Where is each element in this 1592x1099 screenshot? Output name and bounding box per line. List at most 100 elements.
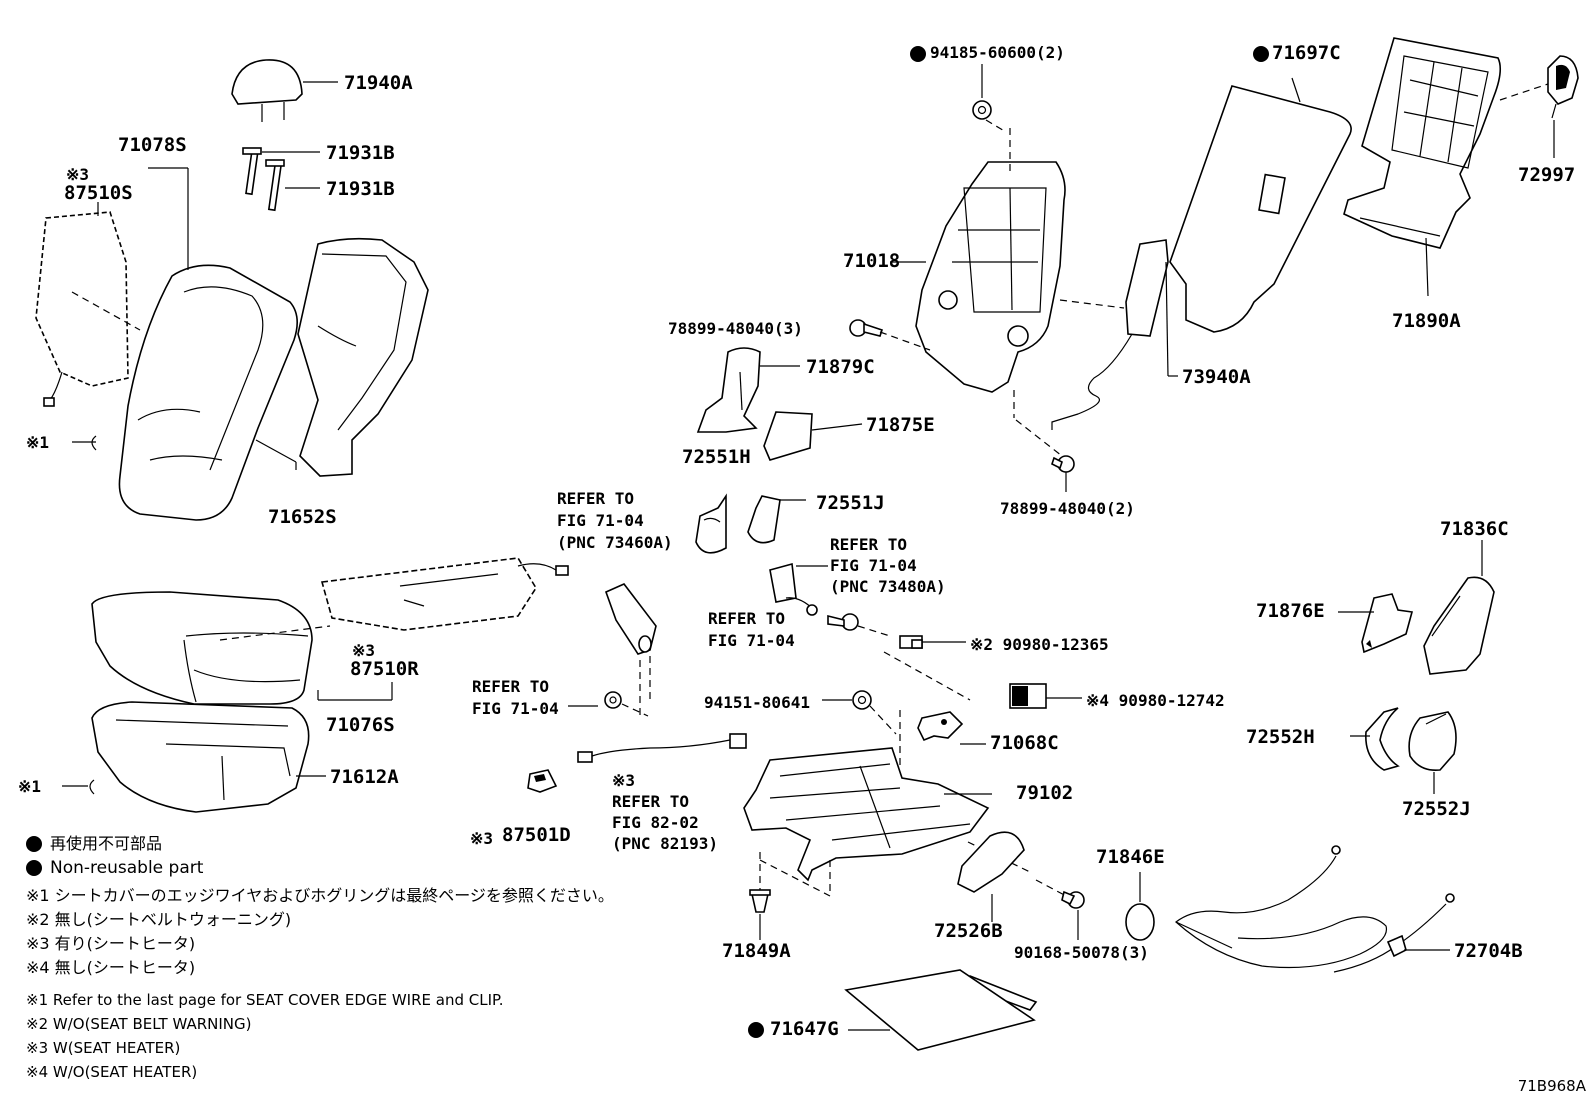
label-94151-80641: 94151-80641 [704,693,810,712]
label-refer-fig-71-04-c[interactable]: REFER TO FIG 71-04 (PNC 73480A) [830,535,946,596]
label-71849A: 71849A [722,940,791,962]
label-87510S: 87510S [64,182,133,204]
non-reusable-71697C-icon [1253,46,1269,62]
non-reusable-71647G-icon [748,1022,764,1038]
connector-small[interactable] [899,635,923,649]
seat-heater-wire[interactable] [577,733,747,763]
label-71836C: 71836C [1440,518,1509,540]
seatback-back-panel[interactable] [1343,37,1502,249]
legend-note-jp-3: ※3 有り(シートヒータ) [26,934,196,953]
label-71846E: 71846E [1096,846,1165,868]
label-90980-12365: ※2 90980-12365 [970,635,1109,654]
frame-bolt-lower[interactable] [1051,455,1075,473]
label-71697C: 71697C [1272,42,1341,64]
legend-bullet-jp-icon [26,836,42,852]
control-cable[interactable] [1175,845,1455,973]
label-90980-12742: ※4 90980-12742 [1086,691,1225,710]
connector-large[interactable] [1009,683,1047,709]
label-71652S: 71652S [268,506,337,528]
label-71076S: 71076S [326,714,395,736]
label-mark-87510R: ※3 [352,641,376,660]
label-94185-60600: 94185-60600(2) [930,43,1065,62]
handle-bolt[interactable] [1061,890,1085,909]
frame-nut[interactable] [972,100,992,120]
frame-bolt-upper[interactable] [849,319,884,337]
legend-note-en-2: ※2 W/O(SEAT BELT WARNING) [26,1015,252,1033]
seatbelt-buckle[interactable] [604,583,657,655]
label-refer-fig-82-02[interactable]: ※3 REFER TO FIG 82-02 (PNC 82193) [612,771,718,853]
label-71890A: 71890A [1392,310,1461,332]
belt-anchor-bracket[interactable] [769,562,818,616]
legend-note-jp-1: ※1 シートカバーのエッジワイヤおよびホグリングは最終ページを参照ください。 [26,886,614,905]
seat-heater-switch[interactable] [527,769,558,793]
nut-left[interactable] [604,691,622,709]
label-71931B-upper: 71931B [326,142,395,164]
label-78899-48040-3: 78899-48040(3) [668,319,803,338]
hole-cover[interactable] [1125,903,1155,941]
adjuster-handle[interactable] [957,831,1025,893]
non-reusable-94185-icon [910,46,926,62]
label-72551H: 72551H [682,446,751,468]
cushion-side-cover[interactable] [1361,593,1414,654]
seat-cushion-shield[interactable] [1423,576,1495,675]
legend-note-jp-2: ※2 無し(シートベルトウォーニング) [26,910,292,929]
label-87501D: 87501D [502,824,571,846]
clip-71849A[interactable] [749,889,771,913]
label-90168-50078: 90168-50078(3) [1014,943,1149,962]
label-refer-fig-71-04-b[interactable]: REFER TO FIG 71-04 [472,677,559,718]
label-79102: 79102 [1016,782,1074,804]
seatback-cover[interactable] [118,264,298,521]
recliner-cover-inner-right[interactable] [1365,707,1400,771]
legend-note-jp-4: ※4 無し(シートヒータ) [26,958,196,977]
label-72704B: 72704B [1454,940,1523,962]
seatback-side-cover[interactable] [763,411,813,461]
seatback-heater-mat[interactable] [35,211,129,407]
reclining-cover-inner[interactable] [695,493,727,554]
figure-code: 71B968A [1517,1077,1586,1095]
anchor-bolt[interactable] [827,613,859,631]
label-73940A: 73940A [1182,366,1251,388]
seatback-frame[interactable] [915,161,1066,393]
label-72552J: 72552J [1402,798,1471,820]
label-refer-fig-71-04-a[interactable]: REFER TO FIG 71-04 (PNC 73460A) [557,489,673,552]
label-71931B-lower: 71931B [326,178,395,200]
label-clip-mark-lower: ※1 [18,777,42,796]
label-71612A: 71612A [330,766,399,788]
legend-non-reusable-jp: 再使用不可部品 [50,834,163,853]
label-87510R: 87510R [350,658,419,680]
legend-non-reusable-en: Non-reusable part [50,858,204,878]
seatback-pad[interactable] [297,237,429,477]
label-71876E: 71876E [1256,600,1325,622]
headrest-guide-part[interactable] [242,147,285,212]
seatback-side-shield-upper[interactable] [696,347,761,433]
legend-bullet-en-icon [26,860,42,876]
legend-note-en-4: ※4 W/O(SEAT HEATER) [26,1063,198,1081]
label-72551J: 72551J [816,492,885,514]
label-71647G: 71647G [770,1018,839,1040]
nut-center[interactable] [852,690,872,710]
cover-sheet[interactable] [844,969,1038,1051]
recliner-cover-outer-right[interactable] [1408,711,1457,772]
label-72552H: 72552H [1246,726,1315,748]
release-lever-knob[interactable] [1547,55,1579,119]
label-72526B: 72526B [934,920,1003,942]
label-71068C: 71068C [990,732,1059,754]
seat-cushion-cover[interactable] [91,591,313,705]
label-mark-87501D: ※3 [470,829,494,848]
label-72997: 72997 [1518,164,1576,186]
seat-cushion-pad[interactable] [91,701,310,813]
label-71879C: 71879C [806,356,875,378]
seatback-board[interactable] [1169,85,1352,333]
seat-cushion-heater-mat[interactable] [320,557,569,631]
side-airbag-assembly[interactable] [1051,239,1169,430]
reclining-cover-outer[interactable] [747,495,781,544]
label-refer-fig-71-04-d[interactable]: REFER TO FIG 71-04 [708,609,795,650]
legend-note-en-3: ※3 W(SEAT HEATER) [26,1039,181,1057]
label-clip-mark-upper: ※1 [26,433,50,452]
buckle-bracket[interactable] [917,711,964,742]
headrest-part[interactable] [231,59,303,122]
seat-adjuster-track[interactable] [743,747,990,882]
label-71018: 71018 [843,250,901,272]
label-71875E: 71875E [866,414,935,436]
